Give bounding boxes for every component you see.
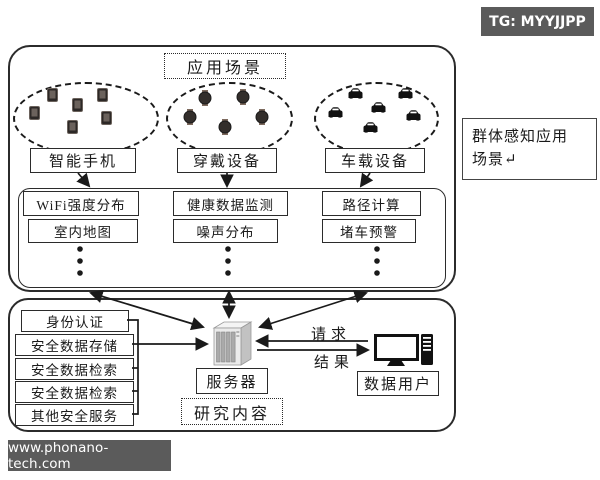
smartphone-icon — [72, 98, 83, 112]
device-label-wearable: 穿戴设备 — [177, 148, 277, 173]
smartphone-icon — [101, 111, 112, 125]
application-scenario-title: 应用场景 — [164, 53, 286, 79]
car-icon — [348, 88, 363, 99]
desktop-computer-icon — [374, 334, 433, 366]
tg-badge: TG: MYYJJPP — [481, 7, 594, 36]
service-identity-auth: 身份认证 — [21, 310, 129, 332]
smartwatch-icon — [183, 109, 197, 125]
car-icon — [406, 110, 421, 121]
watermark-badge: www.phonano-tech.com — [8, 440, 171, 472]
app-traffic-warning: 堵车预警 — [322, 219, 416, 243]
app-health-monitor: 健康数据监测 — [173, 191, 288, 216]
smartphone-icon — [97, 88, 108, 102]
car-icon — [363, 122, 378, 133]
smartwatch-icon — [218, 119, 232, 135]
app-path-computation: 路径计算 — [322, 191, 421, 216]
app-noise-distribution: 噪声分布 — [173, 219, 278, 243]
research-content-title: 研究内容 — [181, 398, 283, 425]
request-label: 请求 — [310, 327, 351, 343]
server-label: 服务器 — [196, 368, 268, 394]
car-icon — [328, 107, 343, 118]
smartwatch-icon — [255, 109, 269, 125]
service-secure-retrieval: 安全数据检索 — [15, 358, 134, 380]
car-icon — [371, 102, 386, 113]
smartphone-icon — [47, 88, 58, 102]
smartwatch-icon — [236, 89, 250, 105]
side-note: 群体感知应用 场景↵ — [462, 118, 597, 180]
side-note-line2: 场景↵ — [472, 152, 518, 169]
data-user-label: 数据用户 — [357, 371, 439, 396]
result-label: 结果 — [313, 355, 354, 371]
app-indoor-map: 室内地图 — [28, 219, 138, 243]
smartphone-icon — [67, 120, 78, 134]
device-label-vehicle: 车载设备 — [325, 148, 425, 173]
smartwatch-icon — [198, 90, 212, 106]
smartphone-icon — [29, 106, 40, 120]
service-secure-retrieval-2: 安全数据检索 — [15, 381, 134, 403]
service-other-security: 其他安全服务 — [15, 404, 134, 426]
server-tower-icon — [212, 321, 253, 366]
device-label-smartphone: 智能手机 — [30, 148, 136, 173]
side-note-line1: 群体感知应用 — [472, 129, 569, 145]
service-secure-storage: 安全数据存储 — [15, 334, 134, 356]
car-icon — [398, 88, 413, 99]
app-wifi-strength: WiFi强度分布 — [23, 191, 139, 216]
